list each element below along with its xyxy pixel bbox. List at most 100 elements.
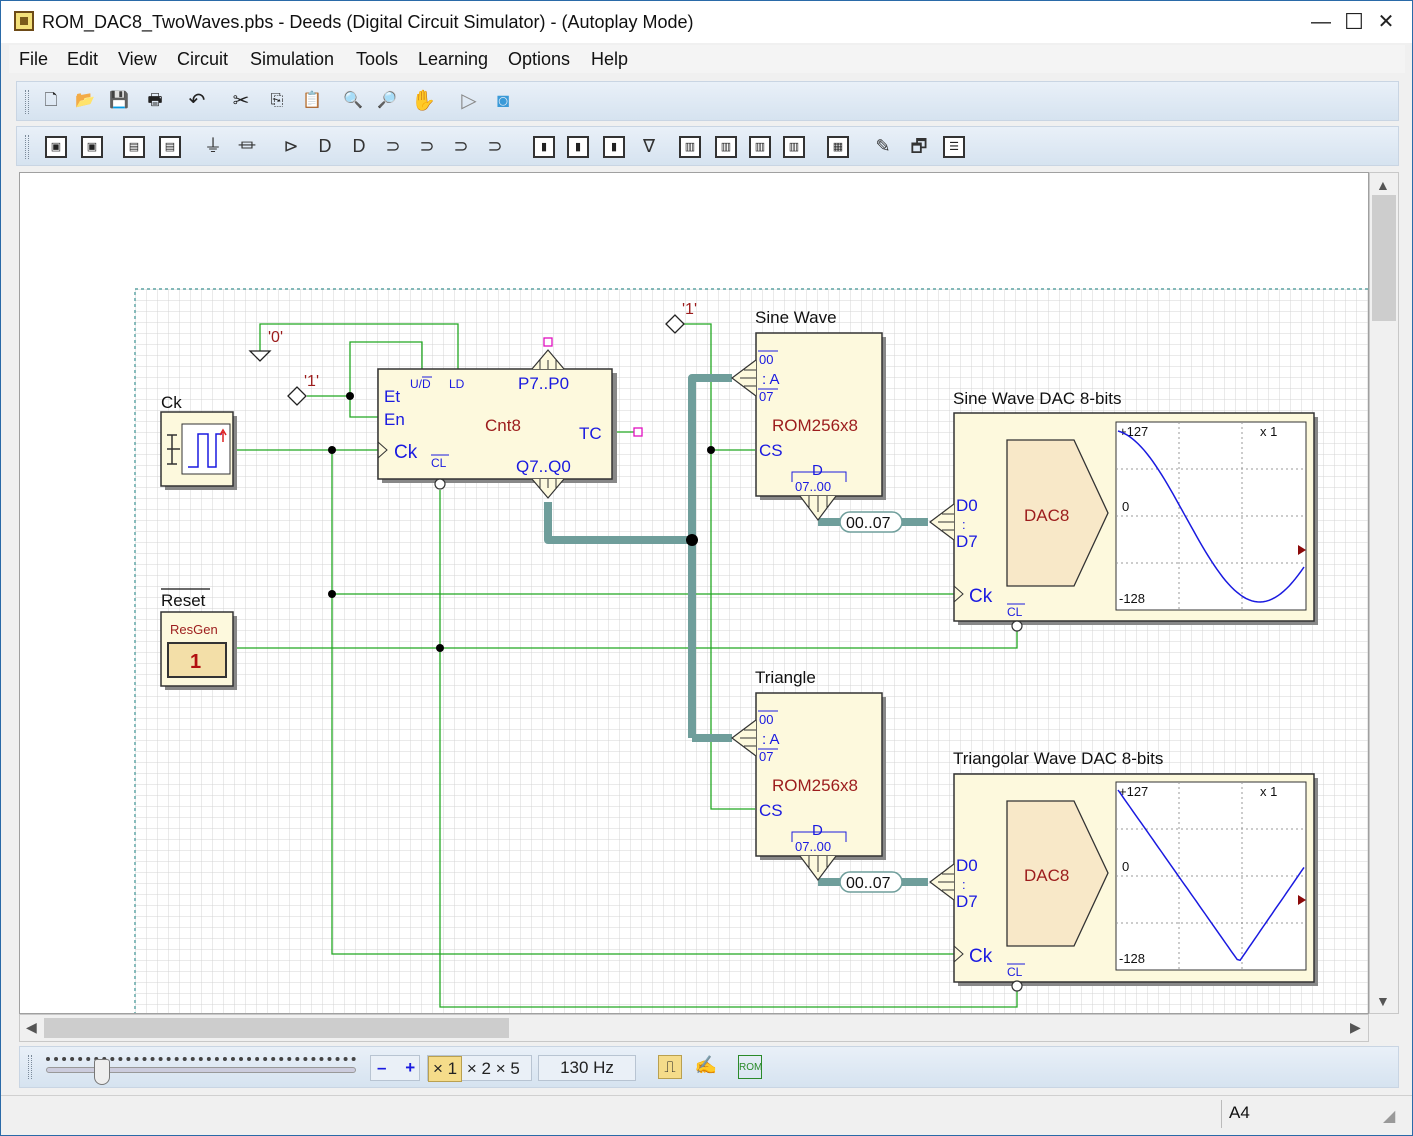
menu-edit[interactable]: Edit (67, 49, 99, 69)
flipflop-d-icon[interactable]: ▮ (533, 136, 555, 158)
svg-text:En: En (384, 410, 405, 429)
horizontal-scrollbar[interactable]: ◀ ▶ (19, 1014, 1369, 1042)
vertical-scroll-thumb[interactable] (1372, 195, 1396, 321)
minimize-button[interactable]: — (1311, 11, 1331, 33)
print-icon[interactable]: 🖶 (147, 92, 163, 109)
const-one-rom[interactable]: '1' (665, 301, 697, 334)
open-folder-icon[interactable]: 📂 (75, 92, 95, 109)
toolbar-grip[interactable] (25, 135, 29, 159)
toolbar-grip[interactable] (28, 1055, 32, 1079)
simulate-icon[interactable]: ▷ (461, 90, 477, 112)
title-bar: ROM_DAC8_TwoWaves.pbs - Deeds (Digital C… (1, 1, 1412, 43)
counter-cnt8[interactable]: U/D LD P7..P0 Et En Cnt8 Ck TC CL Q7..Q0 (377, 337, 643, 499)
nor-gate-icon[interactable]: ⊃ (419, 136, 435, 156)
wire-junctions (328, 392, 715, 652)
menu-options[interactable]: Options (508, 49, 571, 69)
undo-icon[interactable]: ↶ (188, 90, 206, 112)
xnor-gate-icon[interactable]: ⊃ (487, 136, 503, 156)
svg-text:Et: Et (384, 387, 400, 406)
dac-triangle-plot-grid (1116, 782, 1306, 970)
register-icon[interactable]: ▥ (715, 136, 737, 158)
dac-triangle[interactable]: Triangolar Wave DAC 8-bits D0 : D7 Ck CL… (929, 749, 1318, 992)
text-icon[interactable]: ✎ (875, 136, 891, 156)
toolbar-grip[interactable] (25, 90, 29, 114)
speed-slider-track[interactable] (46, 1067, 356, 1073)
save-icon[interactable]: 💾 (109, 92, 129, 109)
maximize-button[interactable]: ☐ (1344, 9, 1364, 34)
reset-generator[interactable]: Reset ResGen 1 (160, 588, 237, 690)
clock-run-icon[interactable]: ⎍ (658, 1055, 682, 1079)
input-icon[interactable]: ▣ (45, 136, 67, 158)
speed-slider-thumb[interactable] (94, 1059, 110, 1085)
properties-icon[interactable]: 🗗 (910, 136, 928, 156)
menu-learning[interactable]: Learning (418, 49, 489, 69)
horizontal-scroll-thumb[interactable] (44, 1018, 509, 1038)
increase-button[interactable]: + (405, 1058, 416, 1077)
const-zero[interactable]: '0' (248, 329, 283, 362)
list-icon[interactable]: ☰ (943, 136, 965, 158)
bus-label-1: 00..07 (839, 511, 903, 533)
display-icon[interactable]: ▥ (783, 136, 805, 158)
svg-text:00: 00 (759, 352, 773, 367)
scroll-left-arrow-icon[interactable]: ◀ (26, 1019, 37, 1035)
text-edit-icon[interactable]: ✍ (694, 1055, 718, 1075)
mux-icon[interactable]: ▮ (603, 136, 625, 158)
nand-gate-icon[interactable]: D (352, 136, 366, 156)
svg-text:CS: CS (759, 441, 783, 460)
schematic-canvas[interactable]: '0' '1' '1' Ck Reset (19, 172, 1369, 1014)
rom-sine[interactable]: Sine Wave 00 : A 07 ROM256x8 CS D 07..00 (731, 308, 886, 521)
reset-value: 1 (190, 651, 201, 673)
svg-text:'1': '1' (304, 373, 319, 390)
decoder-icon[interactable]: ∇ (642, 136, 656, 156)
menu-simulation[interactable]: Simulation (250, 49, 335, 69)
dac-sine[interactable]: Sine Wave DAC 8-bits D0 : D7 Ck CL DAC8 (929, 389, 1318, 632)
paste-icon[interactable]: 📋 (302, 92, 322, 109)
vcc-icon[interactable]: ⏛ (238, 136, 256, 156)
output-icon[interactable]: ▣ (81, 136, 103, 158)
rom-editor-icon[interactable]: ROM (738, 1055, 762, 1079)
copy-icon[interactable]: ⎘ (270, 92, 284, 109)
flipflop-jk-icon[interactable]: ▮ (567, 136, 589, 158)
decrease-button[interactable]: – (377, 1058, 387, 1077)
memory-icon[interactable]: ▥ (749, 136, 771, 158)
menu-tools[interactable]: Tools (356, 49, 399, 69)
svg-text:ResGen: ResGen (170, 622, 218, 637)
svg-text:ROM256x8: ROM256x8 (772, 416, 858, 435)
svg-text:00: 00 (759, 712, 773, 727)
multiplier-group: × 1 × 2 × 5 (427, 1055, 532, 1082)
const-one-counter[interactable]: '1' (287, 373, 319, 406)
menu-file[interactable]: File (19, 49, 49, 69)
svg-text:CS: CS (759, 801, 783, 820)
multiplier-x1-button[interactable]: × 1 (428, 1056, 463, 1082)
zoom-in-icon[interactable]: 🔍 (343, 92, 363, 109)
xor-gate-icon[interactable]: ⊃ (453, 136, 469, 156)
rom-triangle[interactable]: Triangle 00 : A 07 ROM256x8 CS D 07..00 (731, 668, 886, 881)
scroll-down-arrow-icon[interactable]: ▼ (1376, 993, 1390, 1009)
timing-icon[interactable]: ◙ (496, 90, 510, 112)
counter-icon[interactable]: ▥ (679, 136, 701, 158)
menu-help[interactable]: Help (591, 49, 629, 69)
close-button[interactable]: ✕ (1377, 11, 1395, 33)
resize-grip-icon[interactable]: ◢ (1383, 1108, 1396, 1125)
buffer-icon[interactable]: ⊳ (283, 136, 299, 156)
dac-triangle-title: Triangolar Wave DAC 8-bits (953, 749, 1163, 768)
cut-icon[interactable]: ✂ (232, 90, 250, 112)
vertical-scrollbar[interactable]: ▲ ▼ (1369, 172, 1399, 1014)
scroll-up-arrow-icon[interactable]: ▲ (1376, 177, 1390, 193)
ground-icon[interactable]: ⏚ (204, 136, 222, 156)
keyboard-icon[interactable]: ▦ (827, 136, 849, 158)
hand-pan-icon[interactable]: ✋ (411, 90, 436, 112)
multiplier-x5-button[interactable]: × 5 (495, 1059, 520, 1078)
menu-circuit[interactable]: Circuit (177, 49, 229, 69)
or-gate-icon[interactable]: ⊃ (385, 136, 401, 156)
new-file-icon[interactable]: 🗋 (44, 92, 58, 109)
menu-view[interactable]: View (118, 49, 157, 69)
and-gate-icon[interactable]: D (318, 136, 332, 156)
multiplier-x2-button[interactable]: × 2 (466, 1059, 491, 1078)
schematic-drawing[interactable]: '0' '1' '1' Ck Reset (20, 173, 1369, 1014)
led-icon[interactable]: ▤ (159, 136, 181, 158)
switch-icon[interactable]: ▤ (123, 136, 145, 158)
clock-generator[interactable]: Ck (160, 393, 237, 490)
scroll-right-arrow-icon[interactable]: ▶ (1350, 1019, 1361, 1035)
zoom-out-icon[interactable]: 🔎 (377, 92, 397, 109)
